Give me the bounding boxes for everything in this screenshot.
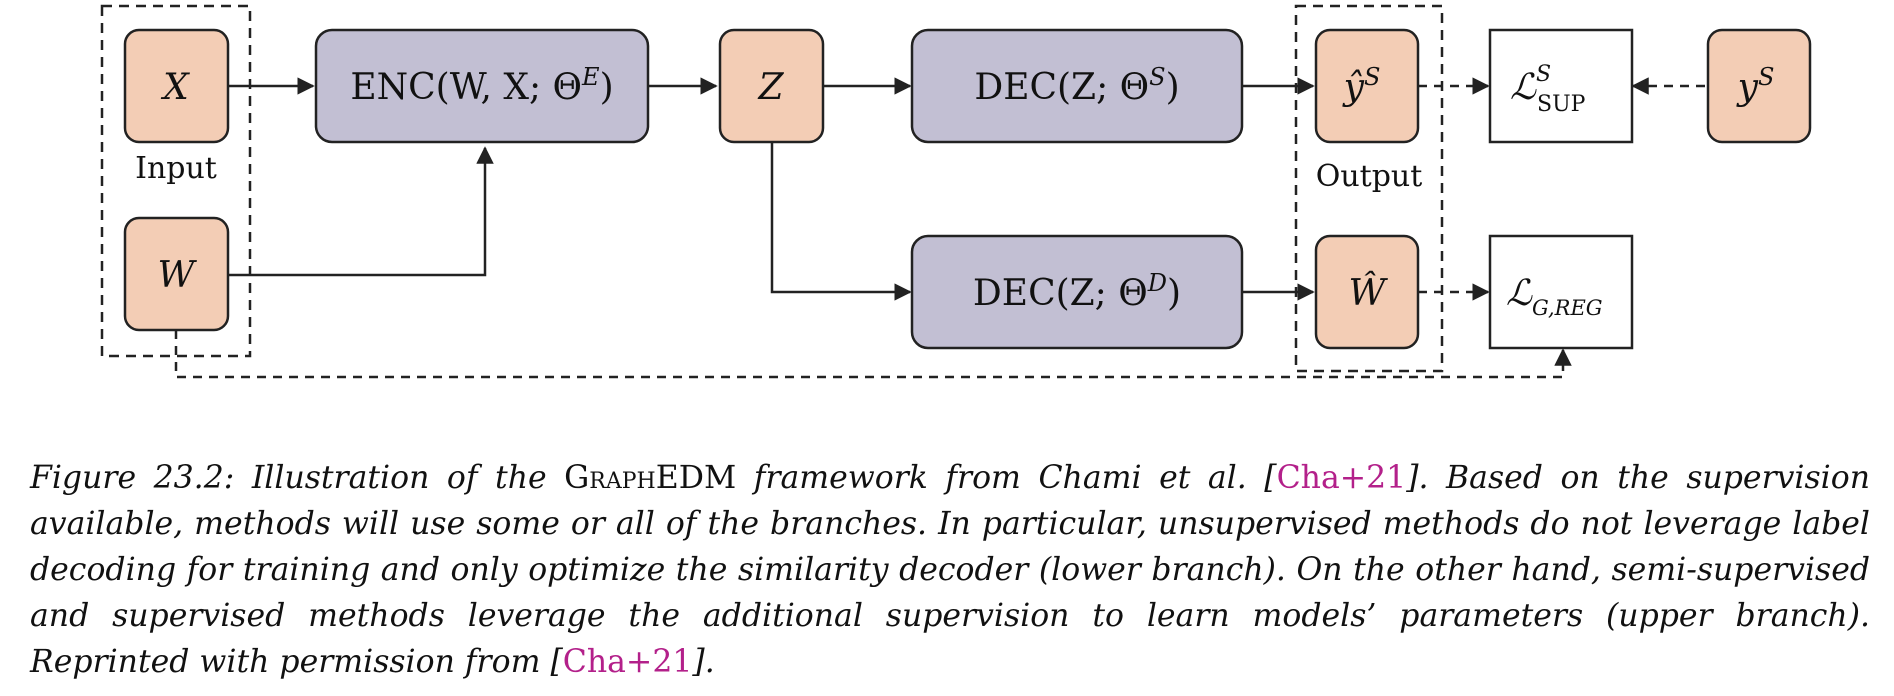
node-y-hat: ŷS	[1314, 28, 1420, 144]
citation-link[interactable]: Cha+21	[1276, 460, 1407, 496]
input-label: Input	[135, 151, 217, 186]
node-x-label: X	[160, 67, 190, 108]
edge-z-decd	[770, 142, 912, 301]
node-enc-label: ENC(W, X; ΘE)	[350, 63, 613, 108]
figure-caption: Figure 23.2: Illustration of the GraphED…	[30, 460, 1870, 680]
node-w: W	[123, 216, 230, 332]
node-dec-s: DEC(Z; ΘS)	[910, 28, 1244, 144]
input-group-frame	[100, 4, 252, 358]
node-z: Z	[718, 28, 825, 144]
node-y-label: yS	[1736, 63, 1775, 108]
edge-w-lossreg-feedback	[174, 330, 1572, 379]
node-w-label: W	[157, 255, 197, 296]
node-z-label: Z	[757, 67, 784, 108]
node-w-hat: Ŵ	[1314, 234, 1420, 350]
node-x: X	[123, 28, 230, 144]
node-loss-reg: ℒG,REG	[1488, 234, 1634, 350]
node-y-hat-label: ŷS	[1342, 63, 1381, 108]
output-label: Output	[1316, 159, 1423, 194]
node-dec-d: DEC(Z; ΘD)	[910, 234, 1244, 350]
output-group-frame	[1294, 4, 1444, 373]
edge-w-enc	[228, 146, 494, 277]
graphedm-diagram: X Input W ENC(W, X; ΘE) Z DEC(Z; ΘS) DEC…	[100, 4, 1812, 379]
node-enc: ENC(W, X; ΘE)	[314, 28, 650, 144]
node-dec-s-label: DEC(Z; ΘS)	[974, 63, 1179, 108]
node-loss-reg-label: ℒG,REG	[1506, 273, 1603, 320]
node-y: yS	[1706, 28, 1812, 144]
node-dec-d-label: DEC(Z; ΘD)	[973, 269, 1181, 314]
citation-link[interactable]: Cha+21	[562, 644, 693, 680]
node-w-hat-label: Ŵ	[1348, 272, 1388, 314]
